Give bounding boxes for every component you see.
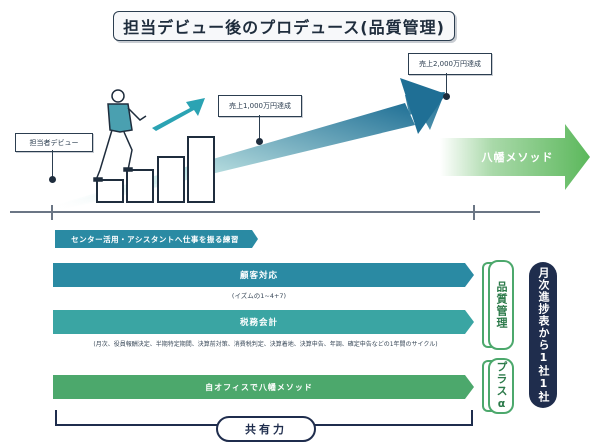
support-bar-shape: [55, 230, 258, 248]
monthly-progress-label: 月次進捗表から1社1社: [537, 267, 550, 403]
support-bar-label: センター活用・アシスタントへ仕事を振る練習: [71, 234, 239, 244]
quality-label: 品質管理: [495, 281, 508, 329]
callout-sales-20m-line: [446, 73, 447, 95]
share-label: 共有力: [245, 423, 287, 436]
callout-sales-10m-line: [259, 115, 260, 139]
tax-bar-shape: [53, 310, 474, 334]
monthly-progress-pill: 月次進捗表から1社1社: [529, 262, 557, 408]
page-title: 担当デビュー後のプロデュース(品質管理): [113, 11, 455, 41]
customer-note: (イズムの1~4+7): [231, 292, 287, 300]
plus-pill: プラスα: [488, 358, 514, 414]
growth-arrow-head: [400, 78, 446, 134]
callout-sales-10m: 売上1,000万円達成: [218, 95, 302, 117]
tax-bar-label: 税務会計: [239, 318, 278, 328]
person-figure: [93, 89, 147, 182]
office-bar-label: 自オフィスで八幡メソッド: [205, 382, 313, 392]
small-up-arrow: [152, 98, 205, 131]
stairs: [96, 136, 215, 203]
plus-bracket: [482, 360, 494, 412]
callout-sales-20m: 売上2,000万円達成: [408, 53, 492, 75]
callout-sales-20m-dot: [443, 93, 450, 100]
plus-label: プラスα: [495, 361, 508, 411]
callout-sales-10m-dot: [256, 138, 263, 145]
office-bar-shape: [53, 375, 474, 399]
yawata-method-label: 八幡メソッド: [481, 151, 554, 164]
quality-bracket: [482, 262, 494, 348]
quality-pill: 品質管理: [488, 260, 514, 350]
callout-sales-10m-label: 売上1,000万円達成: [228, 102, 292, 110]
callout-debut: 担当者デビュー: [15, 133, 93, 152]
tax-note: (月次、役員報酬決定、半期特定期間、決算前対策、消費税判定、決算着地、決算申告、…: [93, 341, 438, 348]
callout-debut-label: 担当者デビュー: [29, 138, 79, 147]
share-pill: 共有力: [216, 416, 316, 442]
callout-debut-line: [52, 150, 53, 178]
callout-debut-dot: [49, 176, 56, 183]
callout-sales-20m-label: 売上2,000万円達成: [418, 60, 482, 68]
customer-bar-label: 顧客対応: [239, 271, 278, 281]
yawata-arrow-shape: [440, 124, 590, 190]
customer-bar-shape: [53, 263, 474, 287]
